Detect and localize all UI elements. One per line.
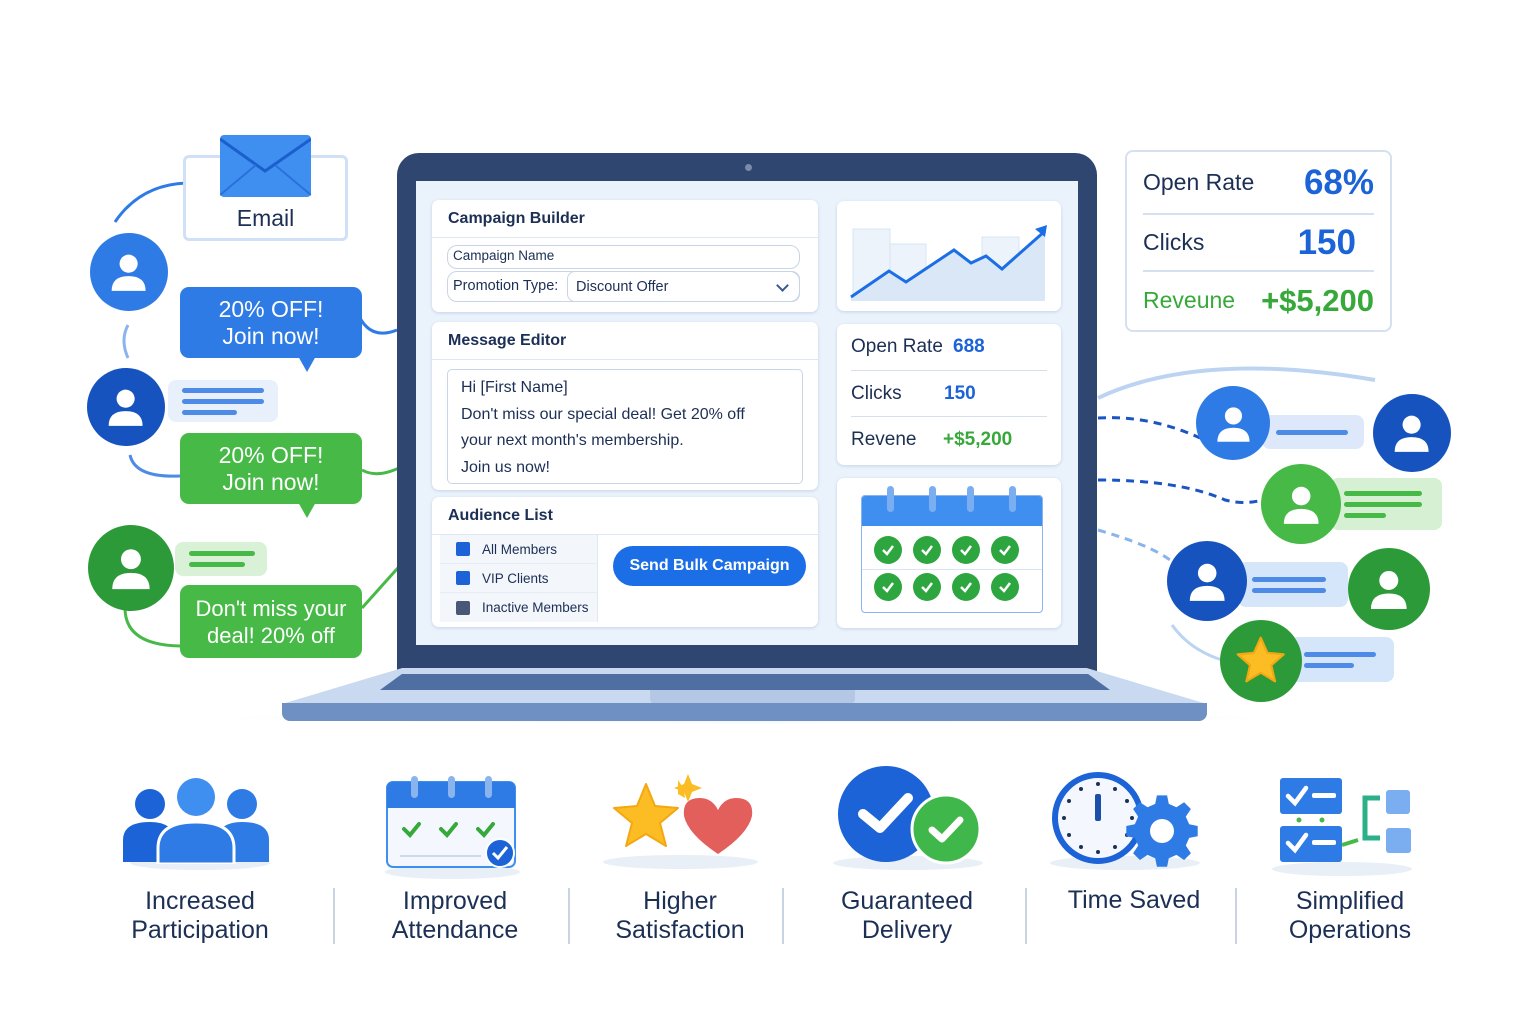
user-icon [1216,406,1250,442]
audience-item-vip-clients[interactable]: VIP Clients [440,564,597,593]
check-icon [913,573,941,601]
panel-title: Audience List [432,497,818,535]
promo-bubble-green: Don't miss your deal! 20% off [180,585,362,658]
trackpad [650,690,855,704]
audience-list: All Members VIP Clients Inactive Members [440,535,598,622]
stat-row-revenue: Revene +$5,200 [851,429,1013,450]
check-icon [874,536,902,564]
stat-row-clicks: Clicks 150 [851,371,1047,417]
benefit-time-saved: Time Saved [1067,886,1201,914]
workflow-icon [1280,778,1411,862]
stat-row-open-rate: Open Rate 68% [1143,152,1374,215]
campaign-name-input[interactable]: Campaign Name [447,245,800,269]
message-textarea[interactable]: Hi [First Name] Don't miss our special d… [447,369,803,484]
avatar [1167,541,1247,621]
rating-avatar [1220,620,1302,702]
user-icon [1371,571,1407,610]
check-icon [991,573,1019,601]
webcam [745,164,752,171]
keyboard [380,674,1110,690]
promo-bubble-blue: 20% OFF! Join now! [180,287,362,372]
user-icon [112,255,146,292]
user-icon [109,390,143,427]
user-icon [1283,486,1319,524]
divider [568,888,570,944]
message-preview [1290,637,1394,682]
user-icon [1189,563,1225,601]
message-preview [1262,415,1364,449]
benefit-simplified-operations: Simplified Operations [1288,887,1412,944]
check-icon [913,536,941,564]
side-stats-card: Open Rate 68% Clicks 150 Reveune +$5,200 [1125,150,1392,332]
checkbox[interactable] [456,571,470,585]
divider [782,888,784,944]
check-icon [952,536,980,564]
check-icon [991,536,1019,564]
audience-list-panel: Audience List All Members VIP Clients In… [432,497,818,627]
chevron-down-icon [776,279,789,292]
checkbox[interactable] [456,600,470,615]
promotion-type-select[interactable]: Discount Offer [567,271,800,302]
group-icon [123,778,269,864]
message-editor-panel: Message Editor Hi [First Name] Don't mis… [432,322,818,490]
avatar [1261,464,1341,544]
stat-row-clicks: Clicks 150 [1143,215,1374,272]
clock-gear-icon [1052,772,1198,867]
envelope-icon [220,135,311,197]
audience-item-all-members[interactable]: All Members [440,535,597,564]
checkbox[interactable] [456,542,470,556]
avatar [90,233,168,311]
calendar-panel [837,478,1061,628]
star-heart-icon [613,774,753,854]
divider [333,888,335,944]
promotion-type-label: Promotion Type: [453,278,559,294]
benefit-guaranteed-delivery: Guaranteed Delivery [840,887,974,944]
email-label: Email [236,205,295,231]
trend-chart [850,225,1047,301]
check-icon [952,573,980,601]
message-preview [1238,562,1348,607]
double-check-icon [838,766,982,865]
star-icon [1236,636,1286,683]
audience-item-inactive-members[interactable]: Inactive Members [440,593,597,622]
trend-chart-panel [837,201,1061,311]
message-preview [175,542,267,576]
divider [1235,888,1237,944]
benefit-improved-attendance: Improved Attendance [391,887,519,944]
send-bulk-campaign-button[interactable]: Send Bulk Campaign [613,546,806,586]
panel-title: Message Editor [432,322,818,360]
avatar [88,525,174,611]
laptop-base [282,703,1207,721]
user-icon [1395,416,1429,453]
benefit-increased-participation: Increased Participation [131,887,269,944]
promotion-type-field: Promotion Type: Discount Offer [447,271,800,302]
stat-row-open-rate: Open Rate 688 [851,324,1047,371]
avatar [87,368,165,446]
benefit-higher-satisfaction: Higher Satisfaction [615,887,745,944]
avatar [1348,548,1430,630]
avatar [1373,394,1451,472]
calendar-check-icon [386,776,516,868]
screen-stats-panel: Open Rate 688 Clicks 150 Revene +$5,200 [837,324,1061,465]
message-preview [168,380,278,422]
divider [1025,888,1027,944]
user-icon [112,549,150,590]
panel-title: Campaign Builder [432,200,818,238]
calendar-icon [861,495,1043,613]
check-icon [874,573,902,601]
stat-row-revenue: Reveune +$5,200 [1143,282,1374,318]
message-preview [1330,478,1442,530]
promo-bubble-green: 20% OFF! Join now! [180,433,362,518]
campaign-builder-panel: Campaign Builder Campaign Name Promotion… [432,200,818,312]
avatar [1196,386,1270,460]
